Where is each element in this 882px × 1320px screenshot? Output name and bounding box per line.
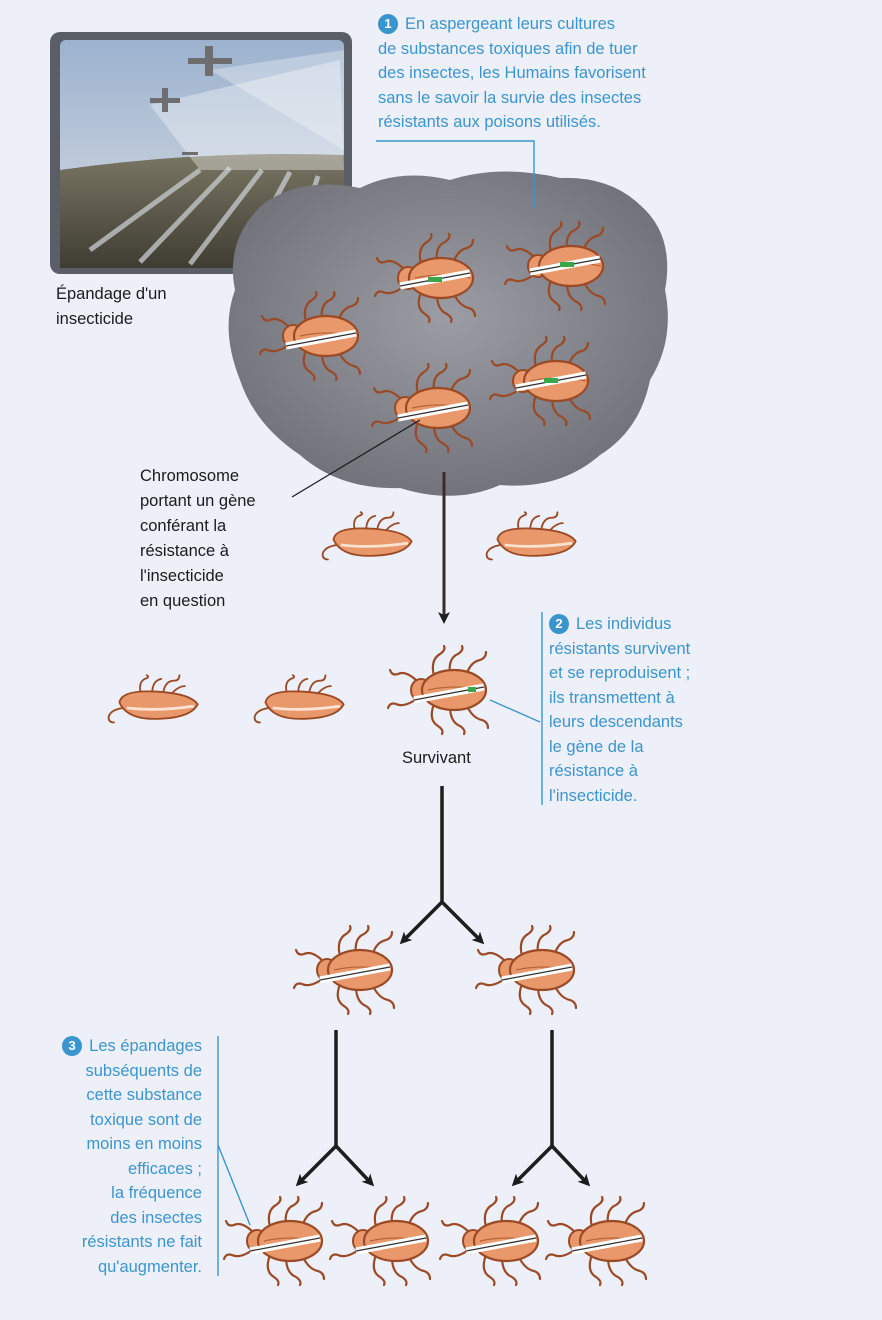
note2-line-4: ils transmettent à <box>549 686 690 711</box>
survivor-insect <box>388 646 488 734</box>
note3-line-5: moins en moins <box>30 1132 202 1157</box>
note2-line-2: résistants survivent <box>549 637 690 662</box>
insect-group-generation-2 <box>294 926 576 1014</box>
chromosome-label-line-5: l'insecticide <box>140 564 256 589</box>
note3-line-2: subséquents de <box>30 1059 202 1084</box>
note2-line-7: résistance à <box>549 759 690 784</box>
note3-line-6: efficaces ; <box>30 1157 202 1182</box>
chromosome-label-line-3: conférant la <box>140 514 256 539</box>
chromosome-label-line-4: résistance à <box>140 539 256 564</box>
generation-1-arrows <box>404 786 480 940</box>
generation-2-arrows <box>300 1030 586 1182</box>
note2-pointer <box>490 700 540 722</box>
note1-line-4: sans le savoir la survie des insectes <box>378 86 718 111</box>
photo-caption-line-2: insecticide <box>56 307 167 332</box>
step-2-badge: 2 <box>549 614 569 634</box>
note2-line-3: et se reproduisent ; <box>549 661 690 686</box>
note-3: 3 Les épandages subséquents de cette subs… <box>30 1034 202 1279</box>
note2-line-8: l'insecticide. <box>549 784 690 809</box>
chromosome-label: Chromosome portant un gène conférant la … <box>140 464 256 614</box>
photo-caption: Épandage d'un insecticide <box>56 282 167 332</box>
note1-line-2: de substances toxiques afin de tuer <box>378 37 718 62</box>
note-1: 1 En aspergeant leurs cultures de substan… <box>378 12 718 135</box>
step-1-badge: 1 <box>378 14 398 34</box>
note1-line-5: résistants aux poisons utilisés. <box>378 110 718 135</box>
note3-pointer <box>218 1145 250 1225</box>
note3-line-3: cette substance <box>30 1083 202 1108</box>
note2-line-1: Les individus <box>576 615 671 633</box>
note3-line-8: des insectes <box>30 1206 202 1231</box>
note1-line-1: En aspergeant leurs cultures <box>405 15 615 33</box>
note-2: 2 Les individus résistants survivent et s… <box>549 612 690 808</box>
note3-line-4: toxique sont de <box>30 1108 202 1133</box>
chromosome-label-line-6: en question <box>140 589 256 614</box>
step-3-badge: 3 <box>62 1036 82 1056</box>
note1-line-3: des insectes, les Humains favorisent <box>378 61 718 86</box>
note3-line-7: la fréquence <box>30 1181 202 1206</box>
note2-line-5: leurs descendants <box>549 710 690 735</box>
note3-line-9: résistants ne fait <box>30 1230 202 1255</box>
photo-caption-line-1: Épandage d'un <box>56 282 167 307</box>
insect-group-generation-3 <box>224 1197 646 1285</box>
note3-line-10: qu'augmenter. <box>30 1255 202 1280</box>
survivor-label: Survivant <box>402 746 471 771</box>
note2-line-6: le gène de la <box>549 735 690 760</box>
note3-line-1: Les épandages <box>89 1037 202 1055</box>
chromosome-label-line-2: portant un gène <box>140 489 256 514</box>
chromosome-label-line-1: Chromosome <box>140 464 256 489</box>
